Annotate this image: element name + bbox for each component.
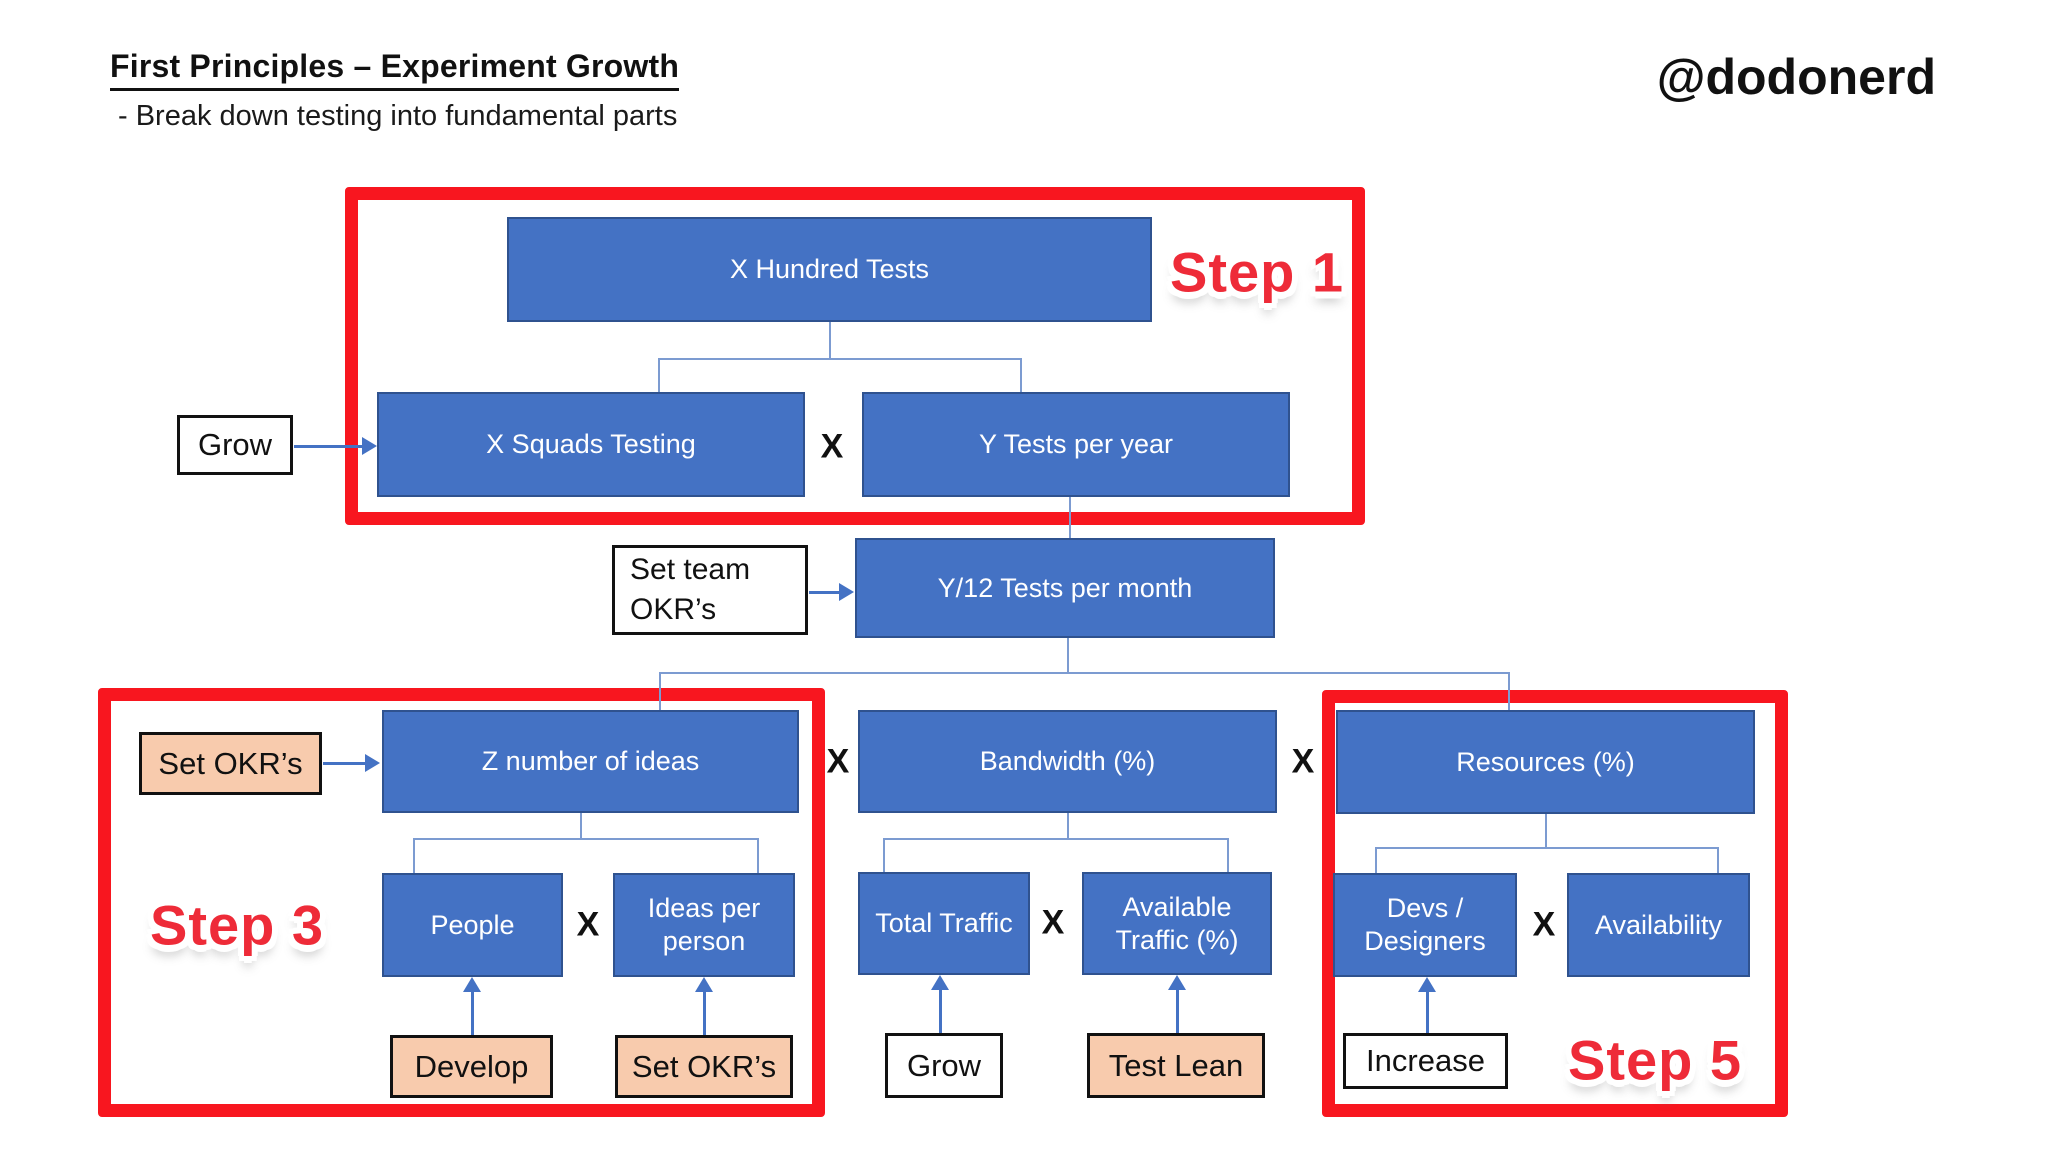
- connector-line: [413, 838, 415, 875]
- connector-line: [658, 358, 1021, 360]
- connector-line: [883, 838, 1229, 840]
- action-set-okrs-person: Set OKR’s: [615, 1035, 793, 1098]
- arrow-line: [703, 991, 706, 1035]
- arrow-line: [1426, 991, 1429, 1033]
- step1-frame: [345, 187, 1365, 525]
- node-z-number-of-ideas: Z number of ideas: [382, 710, 799, 813]
- page-title: First Principles – Experiment Growth: [110, 48, 680, 91]
- node-resources: Resources (%): [1336, 710, 1755, 814]
- connector-line: [659, 672, 1510, 674]
- arrow-line: [1176, 989, 1179, 1033]
- arrow-line: [294, 445, 364, 448]
- step5-label: Step 5: [1567, 1028, 1743, 1092]
- multiply-operator: X: [576, 905, 600, 944]
- arrowhead-up-icon: [1168, 975, 1186, 990]
- multiply-operator: X: [826, 742, 850, 781]
- arrowhead-up-icon: [463, 977, 481, 992]
- connector-line: [659, 672, 661, 712]
- multiply-operator: X: [820, 427, 844, 466]
- arrow-line: [323, 762, 367, 765]
- node-total-traffic: Total Traffic: [858, 872, 1030, 975]
- connector-line: [580, 813, 582, 839]
- node-bandwidth: Bandwidth (%): [858, 710, 1277, 813]
- connector-line: [1227, 838, 1229, 874]
- node-y12-tests-per-month: Y/12 Tests per month: [855, 538, 1275, 638]
- action-set-okrs-ideas: Set OKR’s: [139, 732, 322, 795]
- multiply-operator: X: [1532, 905, 1556, 944]
- action-test-lean: Test Lean: [1087, 1033, 1265, 1098]
- node-y-tests-per-year: Y Tests per year: [862, 392, 1290, 497]
- multiply-operator: X: [1291, 742, 1315, 781]
- connector-line: [1375, 847, 1377, 875]
- node-ideas-per-person: Ideas per person: [613, 873, 795, 977]
- connector-line: [1717, 847, 1719, 875]
- step1-label: Step 1: [1169, 240, 1345, 304]
- connector-line: [883, 838, 885, 874]
- connector-line: [413, 838, 759, 840]
- arrow-line: [471, 991, 474, 1035]
- connector-line: [1508, 672, 1510, 712]
- arrowhead-right-icon: [365, 754, 380, 772]
- node-availability: Availability: [1567, 873, 1750, 977]
- node-available-traffic: Available Traffic (%): [1082, 872, 1272, 975]
- author-handle: @dodonerd: [1656, 49, 1936, 105]
- node-devs-designers: Devs / Designers: [1333, 873, 1517, 977]
- connector-line: [1067, 638, 1069, 672]
- connector-line: [658, 358, 660, 394]
- arrowhead-up-icon: [695, 977, 713, 992]
- page-subtitle: - Break down testing into fundamental pa…: [118, 100, 678, 132]
- node-x-hundred-tests: X Hundred Tests: [507, 217, 1152, 322]
- connector-line: [1375, 847, 1719, 849]
- connector-line: [1020, 358, 1022, 394]
- connector-line: [1545, 814, 1547, 848]
- action-develop: Develop: [390, 1035, 553, 1098]
- connector-line: [829, 322, 831, 358]
- arrowhead-up-icon: [1418, 977, 1436, 992]
- action-grow-squads: Grow: [177, 415, 293, 475]
- arrowhead-up-icon: [931, 975, 949, 990]
- action-increase: Increase: [1343, 1033, 1508, 1089]
- arrowhead-right-icon: [362, 437, 377, 455]
- arrow-line: [939, 989, 942, 1033]
- arrow-line: [809, 591, 841, 594]
- step3-frame: [98, 688, 825, 1117]
- node-x-squads-testing: X Squads Testing: [377, 392, 805, 497]
- step5-frame: [1322, 690, 1788, 1117]
- action-set-team-okrs: Set team OKR’s: [612, 545, 808, 635]
- connector-line: [757, 838, 759, 875]
- node-people: People: [382, 873, 563, 977]
- step3-label: Step 3: [149, 893, 325, 957]
- arrowhead-right-icon: [839, 583, 854, 601]
- connector-line: [1067, 813, 1069, 839]
- action-grow-traffic: Grow: [885, 1033, 1003, 1098]
- multiply-operator: X: [1041, 903, 1065, 942]
- connector-line: [1069, 497, 1071, 540]
